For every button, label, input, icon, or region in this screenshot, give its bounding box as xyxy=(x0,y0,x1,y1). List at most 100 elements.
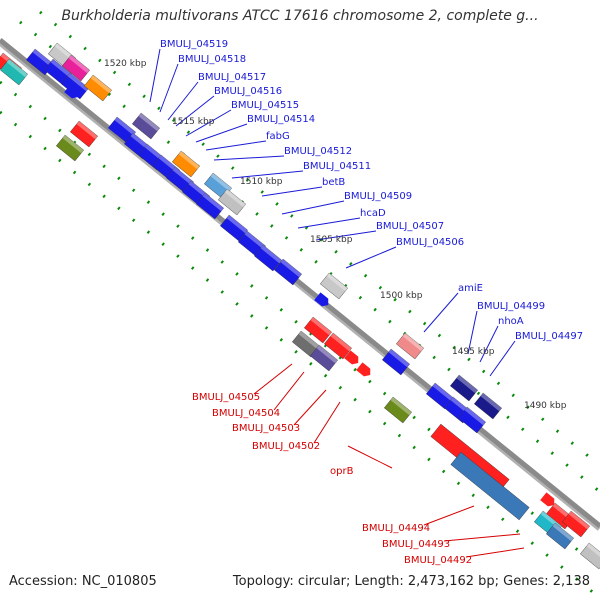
forward-leader xyxy=(423,292,459,333)
gene-feature xyxy=(545,522,575,550)
gene-feature xyxy=(253,244,283,272)
kbp-marker: 1505 kbp xyxy=(310,235,353,245)
kbp-marker: 1510 kbp xyxy=(240,177,283,187)
forward-leader xyxy=(297,217,361,229)
reverse-leader xyxy=(313,401,341,444)
gene-feature xyxy=(319,272,349,300)
forward-leader xyxy=(213,155,285,161)
gene-feature xyxy=(309,344,339,372)
forward-leader xyxy=(205,140,267,151)
gene-feature xyxy=(108,120,123,135)
reverse-leader xyxy=(293,389,327,426)
gene-feature xyxy=(69,120,99,148)
gene-feature xyxy=(83,74,113,102)
gene-feature xyxy=(450,451,530,521)
gene-feature xyxy=(195,192,225,220)
gene-feature xyxy=(273,258,303,286)
gene-feature xyxy=(323,332,353,360)
gene-feature xyxy=(383,396,413,424)
accession-text: Accession: NC_010805 xyxy=(9,574,157,589)
gene-feature xyxy=(55,134,85,162)
gene-feature xyxy=(131,112,161,140)
gene-labels: BMULJ_04519BMULJ_04518BMULJ_04517BMULJ_0… xyxy=(160,39,583,566)
gene-feature xyxy=(540,492,555,507)
kbp-marker: 1495 kbp xyxy=(452,347,495,357)
forward-leader xyxy=(149,48,161,103)
kbp-marker: 1490 kbp xyxy=(524,401,567,411)
gene-feature xyxy=(303,316,333,344)
forward-gene-label: BMULJ_04516 xyxy=(214,86,282,97)
gene-feature xyxy=(579,542,600,570)
forward-gene-label: BMULJ_04519 xyxy=(160,39,228,50)
reverse-gene-label: BMULJ_04494 xyxy=(362,523,430,534)
forward-leader xyxy=(479,325,499,363)
forward-leader xyxy=(167,81,199,121)
reverse-gene-label: BMULJ_04503 xyxy=(232,423,300,434)
forward-leader xyxy=(185,109,232,137)
forward-leader xyxy=(345,246,397,269)
forward-gene-label: BMULJ_04515 xyxy=(231,100,299,111)
forward-leader xyxy=(261,186,323,197)
forward-leader xyxy=(489,340,516,377)
backbone xyxy=(0,38,600,531)
forward-gene-label: BMULJ_04506 xyxy=(396,237,464,248)
reverse-gene-label: BMULJ_04502 xyxy=(252,441,320,452)
reverse-leader xyxy=(423,505,475,526)
forward-leader xyxy=(175,95,215,127)
gene-feature xyxy=(356,362,371,377)
reverse-leader xyxy=(273,371,305,411)
tick-row xyxy=(0,110,600,600)
reverse-gene-label: BMULJ_04504 xyxy=(212,408,280,419)
forward-gene-label: betB xyxy=(322,177,345,188)
gene-feature xyxy=(449,374,479,402)
forward-gene-label: BMULJ_04497 xyxy=(515,331,583,342)
reverse-gene-label: BMULJ_04505 xyxy=(192,392,260,403)
reverse-gene-label: BMULJ_04492 xyxy=(404,555,472,566)
map-title: Burkholderia multivorans ATCC 17616 chro… xyxy=(61,8,539,24)
forward-leader xyxy=(159,63,179,113)
reverse-gene-label: BMULJ_04493 xyxy=(382,539,450,550)
forward-gene-label: amiE xyxy=(458,283,483,294)
forward-leader xyxy=(195,123,248,143)
gene-feature xyxy=(561,510,591,538)
gene-feature xyxy=(219,214,249,242)
kbp-marker: 1500 kbp xyxy=(380,291,423,301)
forward-gene-label: BMULJ_04499 xyxy=(477,301,545,312)
genome-stats-text: Topology: circular; Length: 2,473,162 bp… xyxy=(232,574,590,589)
backbone-line xyxy=(0,38,600,528)
forward-gene-label: BMULJ_04509 xyxy=(344,191,412,202)
gene-feature xyxy=(425,382,455,410)
gene-feature xyxy=(395,332,425,360)
gene-feature xyxy=(64,84,79,99)
kbp-marker: 1515 kbp xyxy=(172,117,215,127)
forward-gene-label: BMULJ_04507 xyxy=(376,221,444,232)
forward-gene-label: nhoA xyxy=(498,316,524,327)
forward-gene-label: BMULJ_04511 xyxy=(303,161,371,172)
kbp-labels: 1520 kbp 1515 kbp 1510 kbp 1505 kbp 1500 kbp… xyxy=(104,59,567,411)
gene-feature xyxy=(473,392,503,420)
gene-feature xyxy=(0,58,29,86)
gene-feature xyxy=(344,350,359,365)
forward-gene-label: fabG xyxy=(266,131,290,142)
reverse-gene-label: oprB xyxy=(330,466,354,477)
kbp-marker: 1520 kbp xyxy=(104,59,147,69)
reverse-leader xyxy=(347,445,393,469)
forward-gene-label: BMULJ_04517 xyxy=(198,72,266,83)
forward-leader xyxy=(281,200,345,215)
gene-feature xyxy=(217,188,247,216)
forward-gene-label: hcaD xyxy=(360,208,386,219)
forward-leader xyxy=(315,230,377,241)
forward-gene-label: BMULJ_04512 xyxy=(284,146,352,157)
forward-leader xyxy=(467,310,478,355)
reverse-leader xyxy=(253,363,293,395)
reverse-leader xyxy=(443,533,521,542)
gene-feature xyxy=(171,150,201,178)
gene-feature xyxy=(61,54,91,82)
forward-leader xyxy=(231,170,304,179)
tick-row xyxy=(39,10,600,468)
forward-gene-label: BMULJ_04514 xyxy=(247,114,315,125)
gene-feature xyxy=(314,292,329,307)
gene-feature xyxy=(457,406,487,434)
